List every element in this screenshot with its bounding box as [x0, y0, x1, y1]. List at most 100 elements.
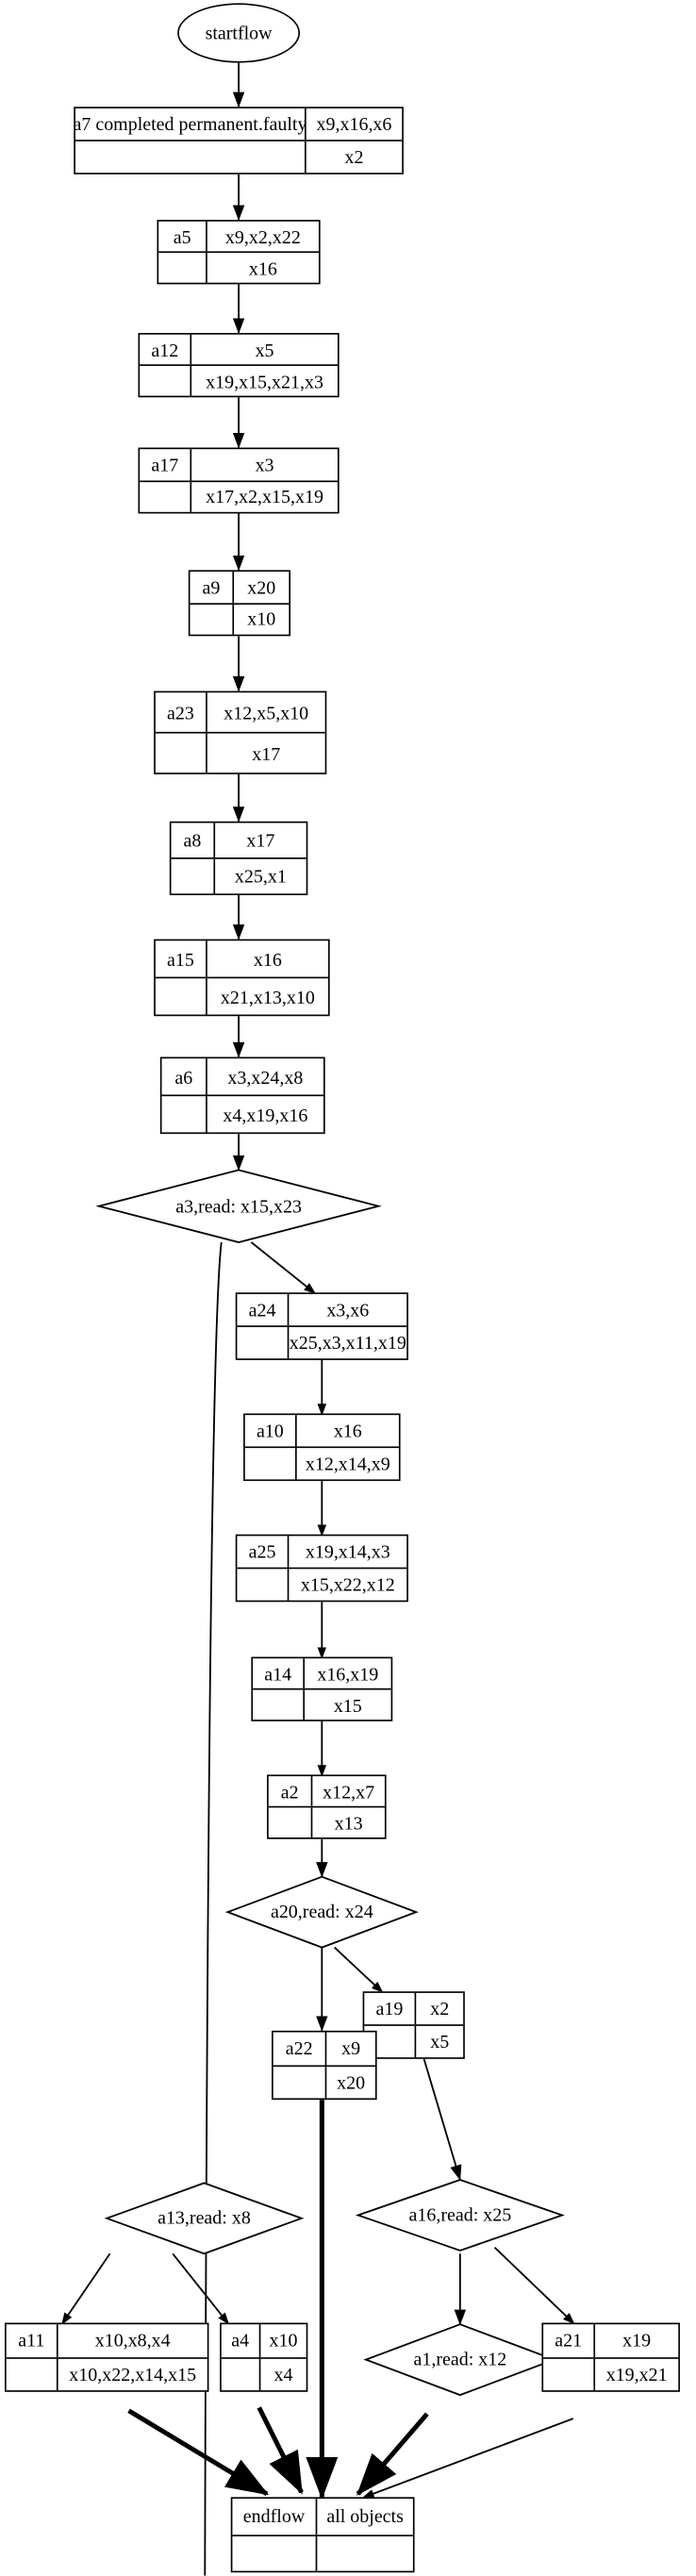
- node-a24[interactable]: a24 x3,x6 x25,x3,x11,x19: [235, 1292, 408, 1360]
- node-a5-name: a5: [158, 221, 207, 252]
- node-a19-top-row: a19 x2: [364, 1992, 464, 2026]
- node-a11[interactable]: a11 x10,x8,x4 x10,x22,x14,x15: [4, 2322, 209, 2392]
- node-startflow[interactable]: startflow: [177, 3, 301, 63]
- node-a7-bottom-row: x2: [75, 141, 402, 174]
- node-a5-bottom-row: x16: [158, 253, 319, 283]
- node-a10[interactable]: a10 x16 x12,x14,x9: [243, 1413, 401, 1482]
- node-a14-top-right: x16,x19: [317, 1662, 379, 1685]
- node-a4[interactable]: a4 x10 x4: [220, 2322, 308, 2392]
- node-a4-name: a4: [222, 2324, 261, 2357]
- node-a14[interactable]: a14 x16,x19 x15: [251, 1656, 393, 1721]
- node-a23-bottom-row: x17: [156, 733, 325, 773]
- node-a6[interactable]: a6 x3,x24,x8 x4,x19,x16: [159, 1056, 325, 1135]
- node-a17[interactable]: a17 x3 x17,x2,x15,x19: [138, 447, 340, 514]
- decision-a16-shape: [355, 2179, 565, 2252]
- node-a11-bottom-right: x10,x22,x14,x15: [69, 2363, 197, 2385]
- node-a21-bottom-left: [543, 2357, 596, 2391]
- decision-a13-shape: [104, 2182, 305, 2255]
- node-a8-bottom-right: x25,x1: [234, 865, 287, 888]
- node-a15-top-right: x16: [253, 947, 282, 971]
- node-a17-bottom-right: x17,x2,x15,x19: [206, 485, 323, 508]
- decision-a16[interactable]: a16,read: x25: [355, 2179, 565, 2252]
- node-a23-name: a23: [156, 692, 207, 732]
- node-a25[interactable]: a25 x19,x14,x3 x15,x22,x12: [235, 1534, 408, 1603]
- node-a9-top-right: x20: [247, 575, 276, 598]
- startflow-label: startflow: [205, 21, 273, 43]
- node-a21-bottom-right: x19,x21: [605, 2363, 668, 2385]
- node-a19-bottom-right: x5: [430, 2030, 450, 2053]
- decision-a1[interactable]: a1,read: x12: [363, 2323, 557, 2397]
- node-a11-top-row: a11 x10,x8,x4: [6, 2324, 207, 2358]
- node-a9-top-row: a9 x20: [190, 572, 290, 605]
- node-a7-bottom-right: x2: [344, 145, 364, 169]
- node-a11-bottom-row: x10,x22,x14,x15: [7, 2357, 207, 2391]
- node-a21-name: a21: [543, 2324, 596, 2357]
- node-a6-top-row: a6 x3,x24,x8: [161, 1058, 323, 1097]
- edge-a3-a24: [250, 1241, 317, 1294]
- decision-a20-label: a20,read: x24: [270, 1900, 373, 1922]
- node-a8-top-row: a8 x17: [171, 823, 307, 859]
- node-a12-top-row: a12 x5: [140, 334, 338, 366]
- node-a19[interactable]: a19 x2 x5: [362, 1991, 465, 2059]
- node-a12[interactable]: a12 x5 x19,x15,x21,x3: [138, 332, 340, 398]
- node-a19-top-right: x2: [430, 1997, 450, 2020]
- node-a19-name: a19: [364, 1992, 417, 2025]
- node-a7[interactable]: a7 completed permanent.faulty x9,x16,x6 …: [74, 107, 404, 175]
- node-a2-bottom-row: x13: [269, 1807, 385, 1838]
- node-a14-top-row: a14 x16,x19: [253, 1658, 391, 1690]
- node-a23-bottom-right: x17: [252, 741, 281, 765]
- node-a22-top-right: x9: [341, 2036, 361, 2060]
- decision-a1-shape: [363, 2323, 557, 2397]
- node-a6-bottom-left: [161, 1096, 207, 1133]
- node-a10-top-row: a10 x16: [244, 1415, 399, 1449]
- node-a9[interactable]: a9 x20 x10: [188, 570, 291, 637]
- node-a25-bottom-row: x15,x22,x12: [237, 1569, 406, 1601]
- node-a9-bottom-row: x10: [190, 604, 289, 635]
- node-a24-top-row: a24 x3,x6: [237, 1293, 407, 1327]
- node-a22-top-row: a22 x9: [273, 2032, 375, 2067]
- node-a4-bottom-row: x4: [222, 2357, 307, 2391]
- decision-a16-label: a16,read: x25: [408, 2202, 512, 2226]
- node-a2-name: a2: [269, 1776, 313, 1806]
- decision-a20-shape: [224, 1875, 419, 1949]
- node-a7-name: a7 completed permanent.faulty: [75, 108, 307, 141]
- node-a22[interactable]: a22 x9 x20: [272, 2030, 377, 2101]
- node-a23[interactable]: a23 x12,x5,x10 x17: [154, 690, 327, 774]
- node-a14-bottom-left: [253, 1689, 306, 1720]
- edge-a4-endflow: [257, 2406, 304, 2495]
- node-all-objects-label: all objects: [326, 2505, 404, 2528]
- node-a8-bottom-left: [171, 858, 216, 894]
- node-a23-top-right: x12,x5,x10: [224, 701, 309, 723]
- decision-a13[interactable]: a13,read: x8: [104, 2182, 305, 2255]
- node-a12-bottom-right: x19,x15,x21,x3: [206, 370, 323, 392]
- edge-a11-endflow: [127, 2408, 270, 2497]
- node-a25-bottom-left: [237, 1569, 290, 1601]
- node-a15-bottom-row: x21,x13,x10: [156, 978, 328, 1015]
- node-a8-name: a8: [171, 823, 216, 858]
- node-a14-bottom-row: x15: [253, 1689, 391, 1720]
- node-a7-top-right: x9,x16,x6: [316, 112, 392, 136]
- node-a2[interactable]: a2 x12,x7 x13: [267, 1774, 387, 1839]
- node-a12-top-right: x5: [255, 338, 274, 361]
- node-a21[interactable]: a21 x19 x19,x21: [541, 2322, 680, 2392]
- node-a5[interactable]: a5 x9,x2,x22 x16: [157, 220, 321, 285]
- node-endflow-top-row: endflow all objects: [232, 2499, 413, 2536]
- node-endflow[interactable]: endflow all objects: [230, 2497, 415, 2573]
- node-a15[interactable]: a15 x16 x21,x13,x10: [154, 939, 330, 1017]
- node-a5-bottom-right: x16: [248, 257, 277, 279]
- decision-a20[interactable]: a20,read: x24: [224, 1875, 419, 1949]
- decision-a3[interactable]: a3,read: x15,x23: [95, 1169, 382, 1243]
- node-a22-bottom-left: [273, 2066, 327, 2099]
- node-a25-top-row: a25 x19,x14,x3: [237, 1536, 407, 1570]
- node-a10-name: a10: [245, 1415, 297, 1447]
- node-a24-top-right: x3,x6: [326, 1298, 370, 1321]
- node-a8[interactable]: a8 x17 x25,x1: [169, 821, 308, 896]
- node-a4-top-right: x10: [269, 2329, 298, 2352]
- node-a25-top-right: x19,x14,x3: [305, 1540, 390, 1563]
- node-a10-bottom-right: x12,x14,x9: [305, 1453, 390, 1475]
- node-a17-bottom-row: x17,x2,x15,x19: [140, 481, 338, 512]
- node-a10-bottom-row: x12,x14,x9: [245, 1448, 399, 1480]
- node-a15-bottom-left: [156, 978, 207, 1015]
